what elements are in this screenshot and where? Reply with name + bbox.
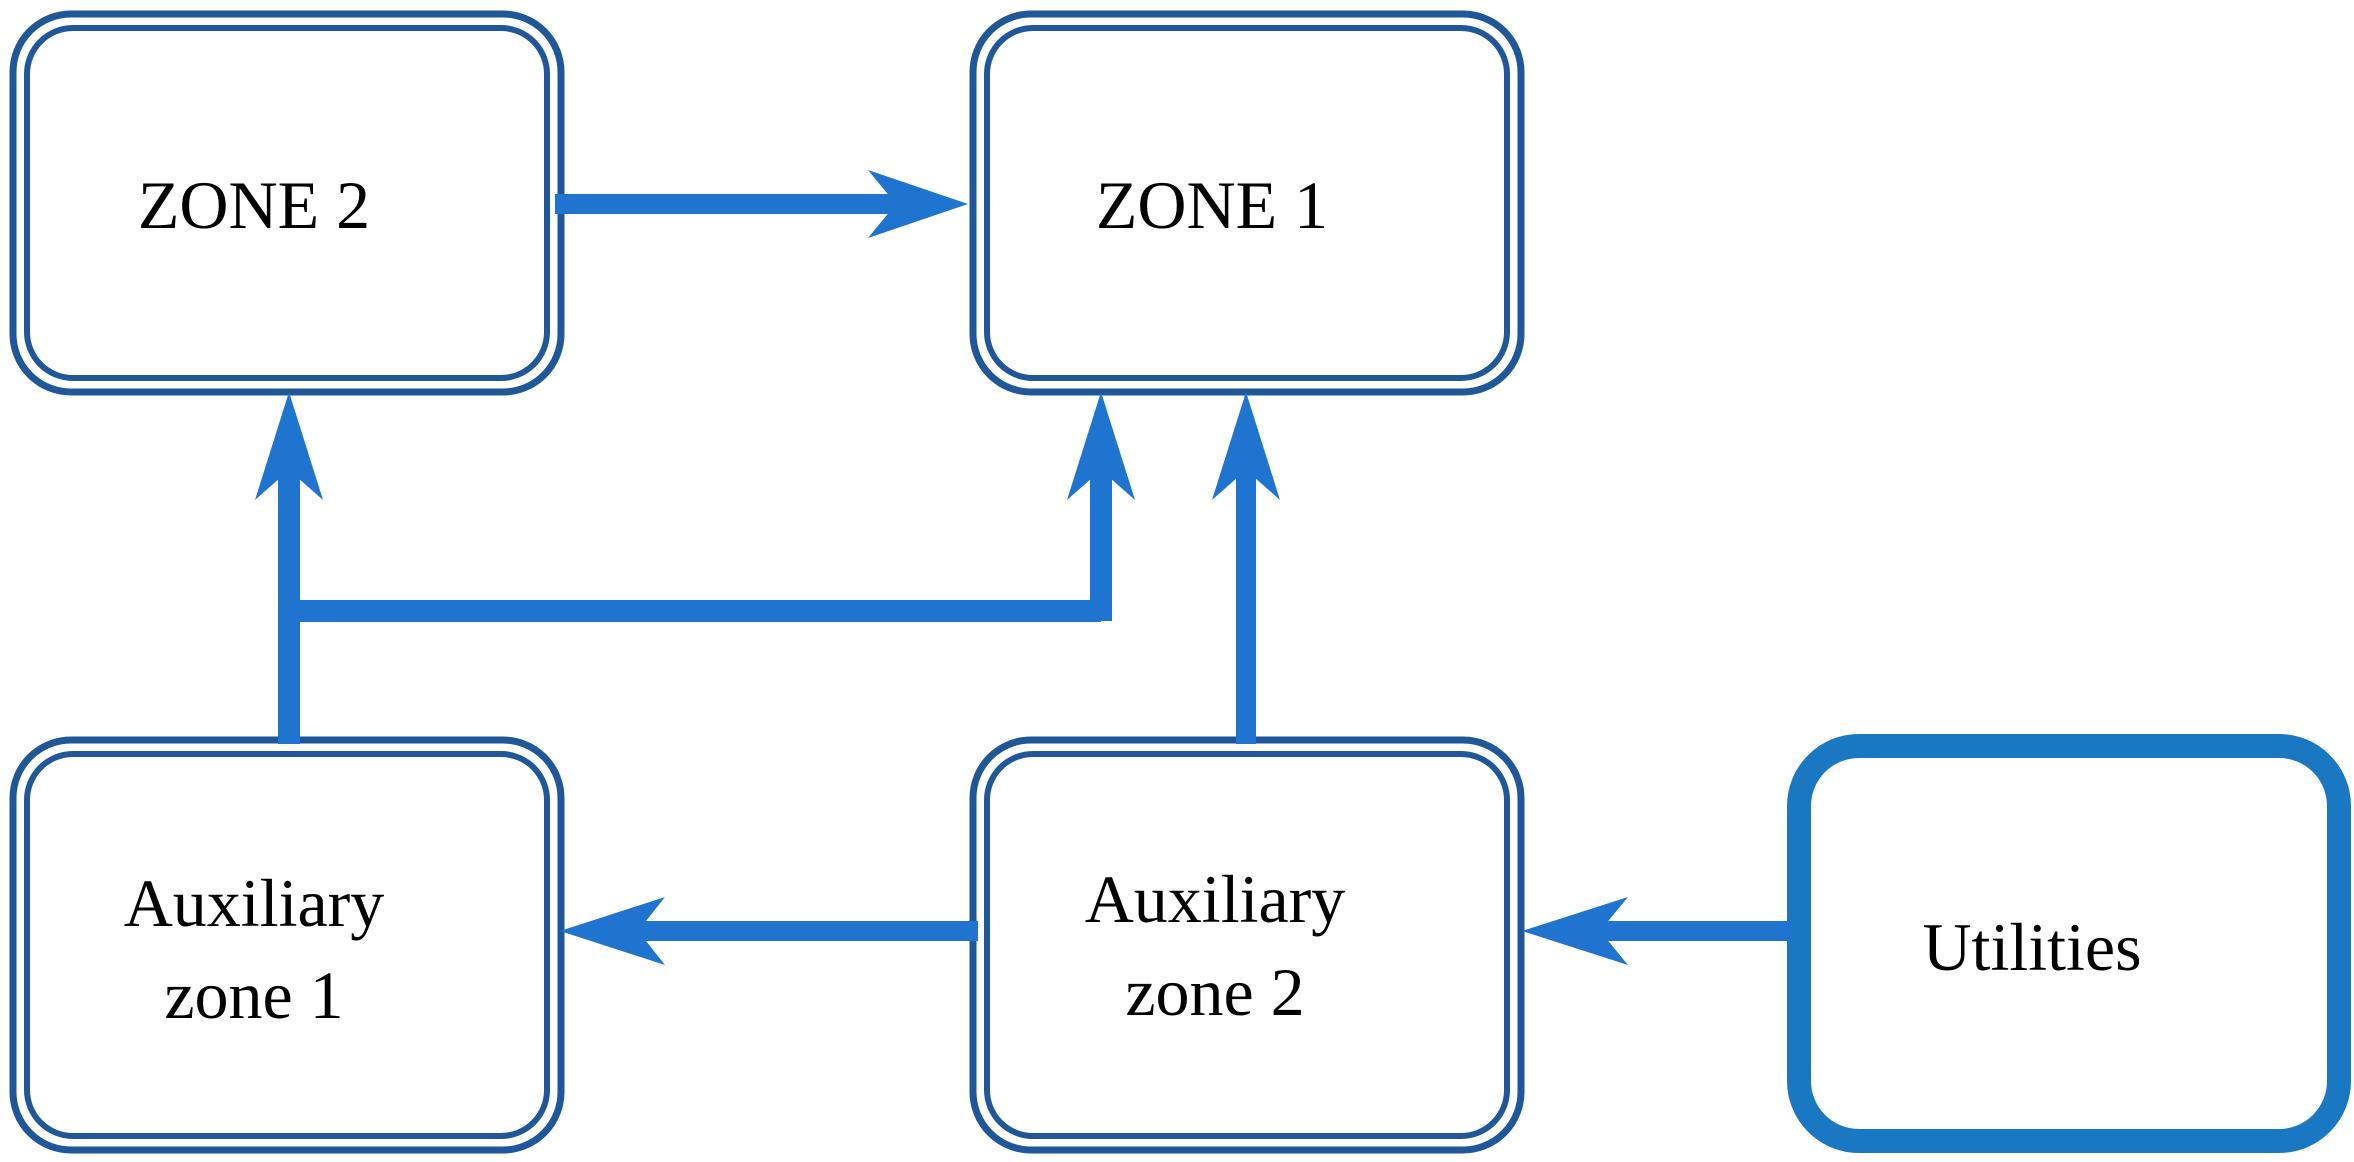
auxiliary-zone-2-box: Auxiliary zone 2	[969, 736, 1525, 1154]
zone-1-inner-frame	[984, 25, 1510, 381]
utilities-label: Utilities	[1922, 909, 2141, 985]
auxiliary-zone-1-label-line2: zone 1	[164, 957, 343, 1033]
auxiliary-zone-1-box: Auxiliary zone 1	[9, 736, 565, 1154]
utilities-frame	[1787, 734, 2351, 1153]
arrow-auxiliary-zone-2-to-zone-1	[1212, 392, 1280, 744]
zone-2-label: ZONE 2	[138, 167, 370, 243]
auxiliary-zone-1-inner-frame	[24, 751, 550, 1139]
auxiliary-zone-2-label-line1: Auxiliary	[1085, 861, 1346, 937]
arrow-auxiliary-zone-1-to-zone-1	[289, 392, 1135, 622]
zone-2-box: ZONE 2	[9, 10, 565, 396]
zone-1-label: ZONE 1	[1096, 167, 1328, 243]
utilities-box: Utilities	[1787, 734, 2351, 1153]
arrow-zone-2-to-zone-1	[555, 170, 968, 238]
zone-2-inner-frame	[24, 25, 550, 381]
auxiliary-zone-1-label-line1: Auxiliary	[124, 865, 385, 941]
zone-1-box: ZONE 1	[969, 10, 1525, 396]
arrow-utilities-to-auxiliary-zone-2	[1522, 897, 1792, 965]
arrow-auxiliary-zone-1-to-zone-2	[255, 392, 323, 744]
zone-1-outer-frame	[969, 10, 1525, 396]
auxiliary-zone-2-inner-frame	[984, 751, 1510, 1139]
arrow-auxiliary-zone-2-to-auxiliary-zone-1	[560, 897, 978, 965]
auxiliary-zone-2-label-line2: zone 2	[1125, 954, 1304, 1030]
